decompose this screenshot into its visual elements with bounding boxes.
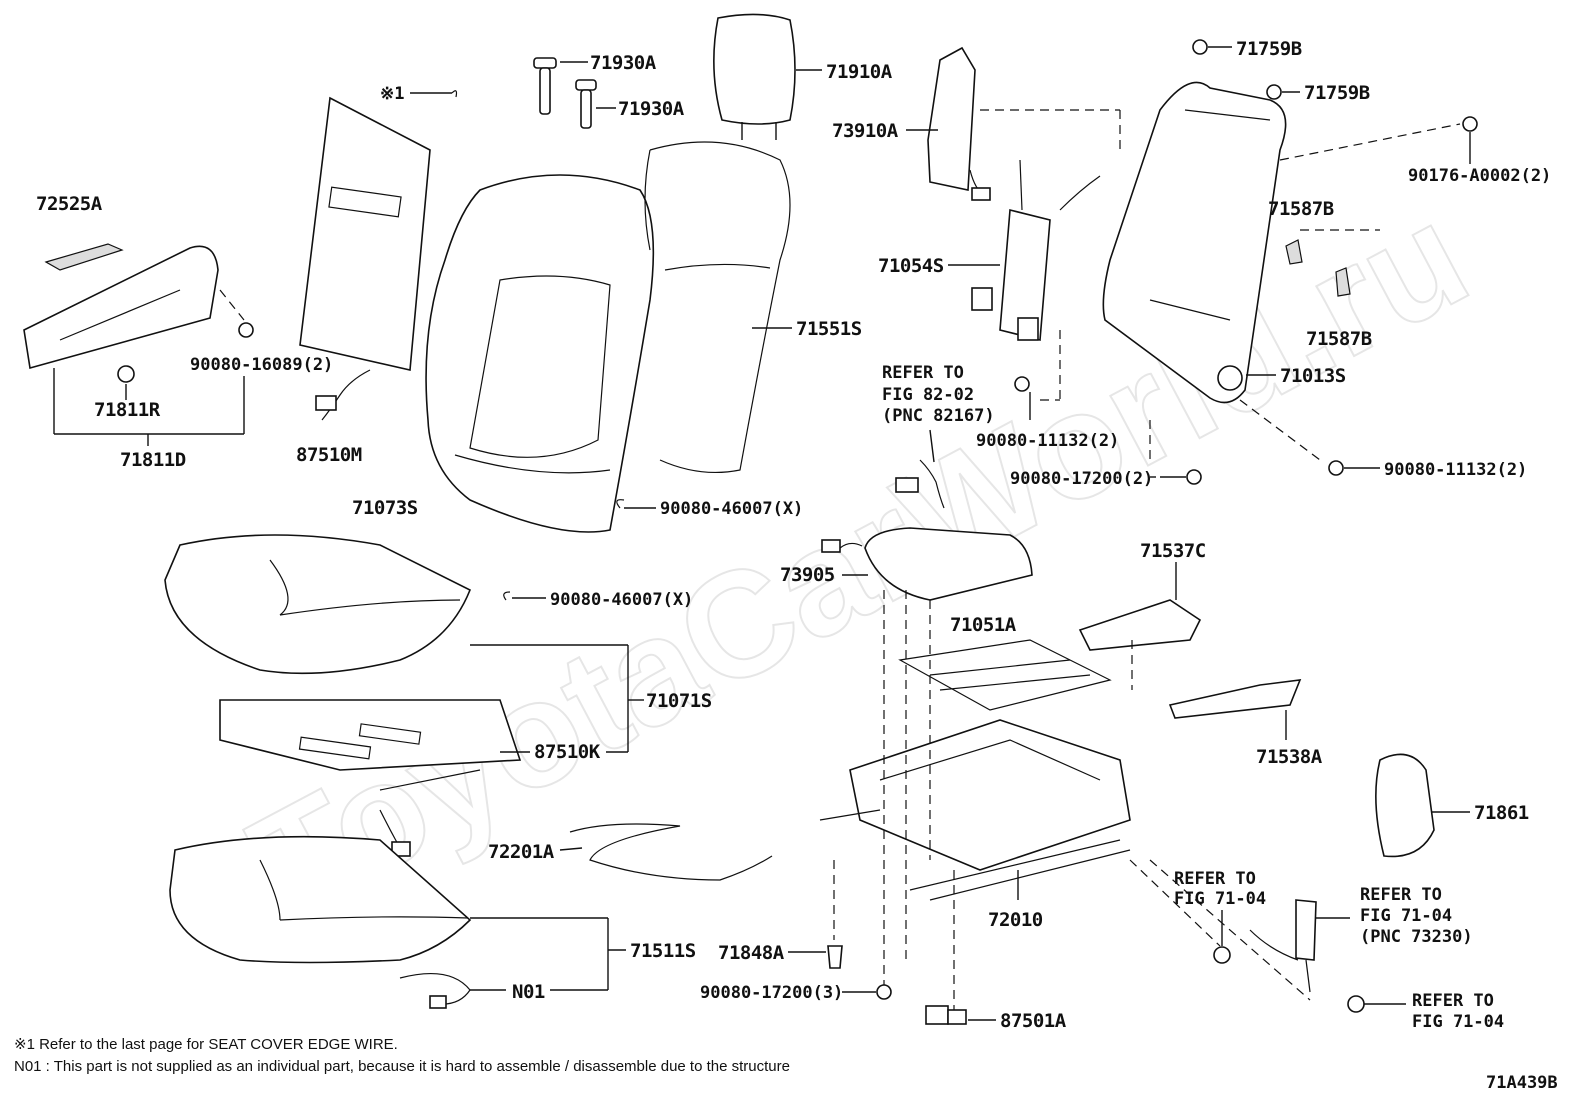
ref-fig82-line2: FIG 82-02 [882, 385, 974, 405]
label-71848A: 71848A [718, 942, 785, 964]
label-90080-11132-b: 90080-11132(2) [1384, 460, 1527, 480]
label-71551S: 71551S [796, 318, 862, 340]
label-71054S: 71054S [878, 255, 944, 277]
hog-ring-callout-b [503, 591, 546, 601]
headrest-support-71930A-2 [575, 79, 616, 129]
label-71811R: 71811R [94, 399, 161, 421]
seat-belt-buckle-73230 [1213, 899, 1406, 1013]
label-90080-17200-a: 90080-17200(2) [1010, 469, 1153, 489]
ref-fig7104a-line1: REFER TO [1174, 869, 1256, 889]
seatback-cover-71551S [644, 141, 792, 474]
cushion-frame-lower-71537C [1078, 562, 1202, 651]
clip-71587B [1285, 239, 1351, 297]
shield-71811D [23, 245, 254, 446]
label-90080-46007-a: 90080-46007(X) [660, 499, 803, 519]
ref-fig82-line1: REFER TO [882, 363, 964, 383]
seat-cushion-cover-71511S [169, 835, 626, 991]
headrest-support-71930A-1 [533, 57, 588, 115]
ref-fig7104c-line2: FIG 71-04 [1412, 1012, 1504, 1032]
footnote-N01: N01 : This part is not supplied as an in… [14, 1058, 790, 1075]
cushion-heater-87510K [219, 699, 530, 857]
wire-72201A [559, 823, 773, 881]
wire-harness-82167 [895, 429, 945, 509]
ref-fig7104c-line1: REFER TO [1412, 991, 1494, 1011]
ref-fig7104b-line3: (PNC 73230) [1360, 927, 1473, 947]
label-71910A: 71910A [826, 61, 893, 83]
label-90080-17200-b: 90080-17200(3) [700, 983, 843, 1003]
bolts-right [1014, 376, 1380, 485]
side-airbag-73910A [906, 46, 991, 201]
pin-71848A [788, 945, 843, 969]
label-73905: 73905 [780, 564, 835, 586]
label-72201A: 72201A [488, 841, 555, 863]
footnote-seat-cover-edge-wire: ※1 Refer to the last page for SEAT COVER… [14, 1036, 398, 1053]
seatback-heater-87510M [299, 96, 431, 421]
seat-cushion-pad-71071S [164, 534, 644, 753]
label-71587B-2: 71587B [1306, 328, 1372, 350]
callout-x1 [410, 90, 458, 98]
label-73910A: 73910A [832, 120, 899, 142]
label-71930A-1: 71930A [590, 52, 657, 74]
label-90080-16089: 90080-16089(2) [190, 355, 333, 375]
label-71073S: 71073S [352, 497, 418, 519]
label-71861: 71861 [1474, 802, 1529, 824]
label-x1: ※1 [380, 84, 404, 104]
seatback-pad-71073S [425, 174, 655, 533]
connector-87501A [925, 1005, 996, 1025]
ref-fig7104b-line2: FIG 71-04 [1360, 906, 1452, 926]
label-N01: N01 [512, 981, 545, 1003]
label-71538A: 71538A [1256, 746, 1323, 768]
label-71759B-1: 71759B [1236, 38, 1302, 60]
seatback-frame-71013S [980, 39, 1478, 464]
label-71811D: 71811D [120, 449, 186, 471]
label-90176-A0002: 90176-A0002(2) [1408, 166, 1551, 186]
label-87510K: 87510K [534, 741, 601, 763]
label-72010: 72010 [988, 909, 1043, 931]
ref-fig7104b-line1: REFER TO [1360, 885, 1442, 905]
headrest-71910A [713, 13, 822, 140]
label-90080-11132-a: 90080-11132(2) [976, 431, 1119, 451]
edge-wire-N01 [399, 972, 506, 1009]
lumbar-support-71054S [948, 159, 1101, 342]
label-71759B-2: 71759B [1304, 82, 1370, 104]
label-71051A: 71051A [950, 614, 1017, 636]
diagram-code: 71A439B [1486, 1073, 1558, 1093]
label-87501A: 87501A [1000, 1010, 1067, 1032]
label-90080-46007-b: 90080-46007(X) [550, 590, 693, 610]
hog-ring-callout-a [616, 499, 656, 509]
label-72525A: 72525A [36, 193, 103, 215]
label-71587B-1: 71587B [1268, 198, 1334, 220]
ref-fig7104a-line2: FIG 71-04 [1174, 889, 1266, 909]
cover-72525A [44, 243, 124, 271]
cover-71861 [1375, 753, 1470, 858]
label-87510M: 87510M [296, 444, 362, 466]
label-71013S: 71013S [1280, 365, 1346, 387]
cushion-frame-lower-71538A [1168, 679, 1302, 740]
seat-adjuster-72010 [819, 590, 1311, 1010]
nut-90080-17200-b [842, 984, 892, 1000]
cushion-spring-71051A [898, 639, 1112, 711]
occupant-sensor-73905 [821, 527, 1033, 601]
label-71930A-2: 71930A [618, 98, 685, 120]
label-71537C: 71537C [1140, 540, 1206, 562]
label-71071S: 71071S [646, 690, 712, 712]
ref-fig82-line3: (PNC 82167) [882, 406, 995, 426]
label-71511S: 71511S [630, 940, 696, 962]
